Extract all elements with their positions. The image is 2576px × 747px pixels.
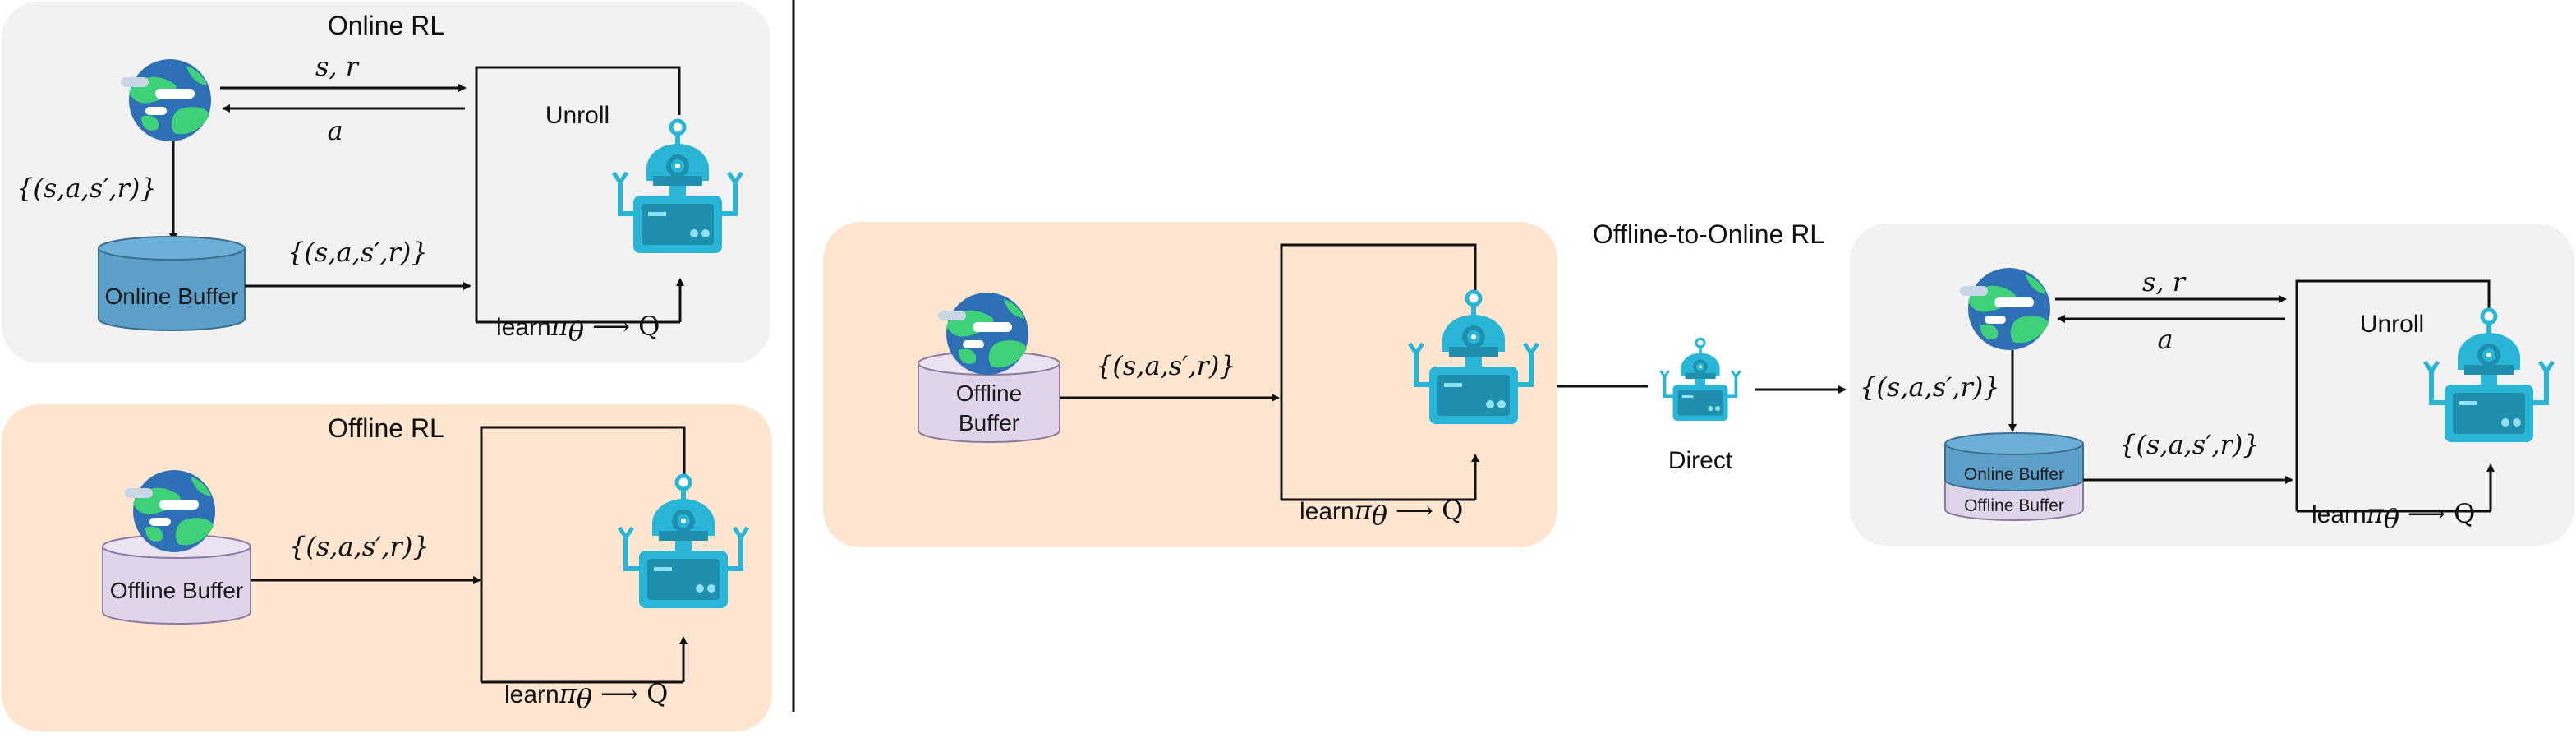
o2o-offline-buffer-label: Offline Buffer	[1964, 496, 2064, 515]
o2o-online-buffer-label: Online Buffer	[1964, 465, 2064, 484]
offline-learn-label: learnπθ⟶ Q	[504, 678, 668, 714]
o2o-env-transition: {(s,a,s′,r)}	[1860, 371, 2000, 403]
state-reward-label: s, r	[315, 51, 360, 82]
offline-buffer-label: Offline Buffer	[110, 578, 243, 603]
o2o-learn-label: learnπθ⟶ Q	[1300, 495, 1463, 531]
online-panel-title: Online RL	[328, 11, 444, 40]
direct-label: Direct	[1668, 447, 1733, 474]
learn-label: learnπθ⟶ Q	[496, 311, 660, 347]
offline-rl-panel: Offline RL Offline Buffer {(s,a,s′,r)} l…	[2, 404, 772, 731]
o2o-title: Offline-to-Online RL	[1593, 219, 1824, 249]
action-label: a	[327, 115, 343, 146]
o2o-buffer-line2: Buffer	[959, 410, 1019, 436]
transition-label-right: {(s,a,s′,r)}	[288, 237, 428, 268]
database-icon	[918, 351, 1060, 443]
transition-label-left: {(s,a,s′,r)}	[16, 173, 157, 204]
o2o-buffer-line1: Offline	[956, 380, 1022, 406]
o2o-state-reward: s, r	[2142, 266, 2187, 297]
robot-icon	[1658, 337, 1742, 422]
o2o-offline-loop	[1280, 243, 1477, 500]
database-icon	[98, 236, 246, 331]
offline-to-online-section: Offline-to-Online RL Offline Buffer {(s,…	[823, 219, 2574, 547]
online-buffer-label: Online Buffer	[105, 284, 239, 309]
offline-panel-title: Offline RL	[328, 413, 444, 443]
o2o-learn2-label: learnπθ⟶ Q	[2312, 498, 2475, 534]
online-rl-panel: Online RL s, r a Unroll learnπθ⟶ Q {(s,a…	[2, 2, 770, 363]
o2o-offline-transition: {(s,a,s′,r)}	[1096, 350, 1236, 381]
unroll-label: Unroll	[545, 102, 610, 129]
offline-transition-label: {(s,a,s′,r)}	[289, 531, 430, 562]
offline-loop	[480, 426, 686, 682]
database-icon	[1944, 432, 2084, 521]
o2o-transition-right: {(s,a,s′,r)}	[2119, 429, 2260, 460]
o2o-action: a	[2157, 324, 2173, 355]
o2o-unroll-label: Unroll	[2360, 311, 2424, 338]
o2o-online-loop	[2295, 279, 2491, 511]
unroll-loop	[475, 66, 681, 322]
